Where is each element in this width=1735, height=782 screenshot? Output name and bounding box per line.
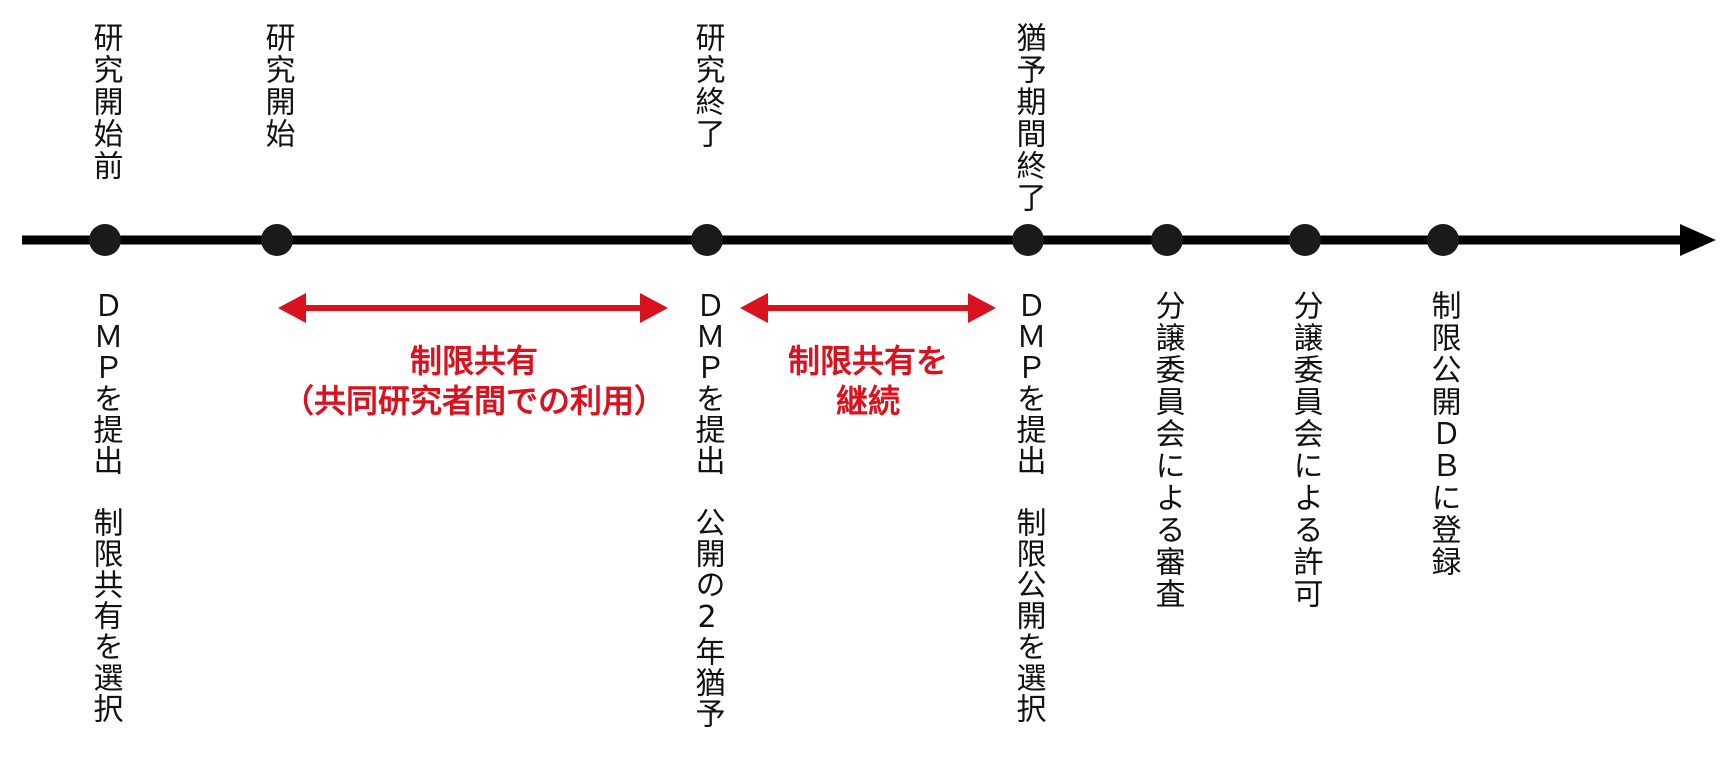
milestone-node-pre xyxy=(89,224,121,256)
milestone-node-grace xyxy=(1012,224,1044,256)
bottom-label-approval: 分譲委員会による許可 xyxy=(1288,290,1323,610)
span-label-continue-line1: 制限共有を xyxy=(788,342,948,380)
top-label-end: 研究終了 xyxy=(690,22,726,150)
bottom-label-review: 分譲委員会による審査 xyxy=(1150,290,1186,610)
milestone-node-register xyxy=(1427,224,1459,256)
bottom-label-register: 制限公開ＤＢに登録 xyxy=(1426,290,1462,578)
bottom-label-end: ＤＭＰを提出 公開の2年猶予 xyxy=(690,290,726,729)
span-arrow-shared xyxy=(278,293,668,323)
milestone-node-start xyxy=(261,224,293,256)
top-labels: 研究開始前 研究開始 研究終了 猶予期間終了 xyxy=(88,22,1047,214)
bottom-label-grace: ＤＭＰを提出 制限公開を選択 xyxy=(1011,290,1047,724)
timeline-arrowhead xyxy=(1680,224,1716,256)
span-arrow-continue xyxy=(740,293,996,323)
milestone-node-review xyxy=(1151,224,1183,256)
milestone-node-approval xyxy=(1289,224,1321,256)
milestone-node-end xyxy=(691,224,723,256)
span-label-shared-line1: 制限共有 xyxy=(410,342,538,380)
span-label-shared-line2: （共同研究者間での利用） xyxy=(282,382,666,420)
top-label-pre: 研究開始前 xyxy=(88,22,124,182)
bottom-labels: ＤＭＰを提出 制限共有を選択 ＤＭＰを提出 公開の2年猶予 ＤＭＰを提出 制限公… xyxy=(88,290,1462,729)
top-label-grace: 猶予期間終了 xyxy=(1011,22,1047,214)
bottom-label-pre: ＤＭＰを提出 制限共有を選択 xyxy=(88,290,124,724)
span-label-continue-line2: 継続 xyxy=(836,382,900,420)
top-label-start: 研究開始 xyxy=(260,22,296,150)
milestone-nodes xyxy=(89,224,1459,256)
